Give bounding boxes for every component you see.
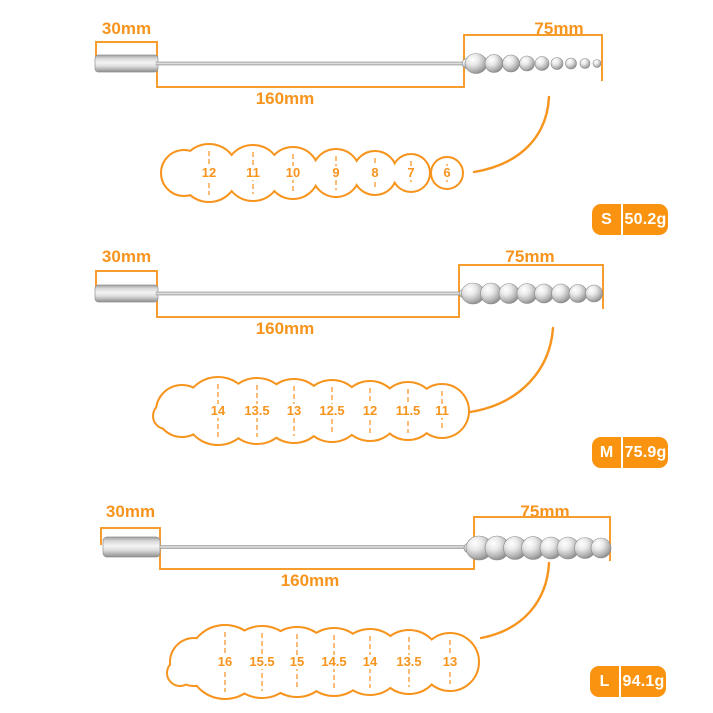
- badge-divider: [621, 437, 623, 468]
- bead-diameter-label: 13: [284, 403, 304, 418]
- shaft-dimension-label-m: 160mm: [255, 319, 315, 338]
- tip-dimension-tick-right-m: [602, 264, 604, 309]
- bead-diameter-label: 15.5: [247, 654, 277, 669]
- shaft-dimension-line-s: [156, 86, 464, 88]
- product-photo-m: [94, 282, 603, 305]
- beads-s: [461, 53, 602, 74]
- bead-outline-diagram-m: [152, 376, 470, 446]
- handle-dimension-tick-left-s: [95, 41, 97, 59]
- handle-s: [94, 54, 159, 73]
- bead-diameter-label: 13: [440, 654, 460, 669]
- bead-diameter-label: 12: [199, 165, 219, 180]
- product-photo-l: [102, 535, 612, 561]
- shaft-dimension-label-s: 160mm: [255, 89, 315, 108]
- size-letter: L: [599, 672, 610, 690]
- product-photo-s: [94, 53, 602, 74]
- bead-diameter-label: 15: [287, 654, 307, 669]
- bead-diameter-label: 12.5: [317, 403, 347, 418]
- badge-divider: [621, 204, 623, 235]
- tip-dimension-label-m: 75mm: [505, 247, 555, 266]
- weight-badge-s: S 50.2g: [592, 204, 668, 235]
- bead-diameter-label: 7: [405, 165, 417, 180]
- badge-divider: [619, 666, 621, 697]
- bead-diameter-label: 8: [369, 165, 381, 180]
- bead-diameter-label: 16: [215, 654, 235, 669]
- bead-diameter-label: 10: [283, 165, 303, 180]
- tip-dimension-tick-right-l: [609, 516, 611, 561]
- shaft-dimension-line-m: [156, 316, 458, 318]
- tip-dimension-line-s: [463, 34, 603, 36]
- shaft-m: [155, 291, 469, 296]
- weight-value: 94.1g: [622, 672, 665, 690]
- tip-dimension-label-l: 75mm: [520, 502, 570, 521]
- handle-dimension-tick-left-m: [95, 270, 97, 288]
- bead-diameter-label: 14.5: [319, 654, 349, 669]
- tip-dimension-tick-left-m: [458, 264, 460, 318]
- bead-diameter-label: 14: [208, 403, 228, 418]
- curve-connector-l: [479, 561, 551, 640]
- tip-dimension-tick-right-s: [601, 34, 603, 81]
- shaft-dimension-label-l: 160mm: [280, 571, 340, 590]
- shaft-l: [159, 545, 476, 549]
- tip-dimension-line-l: [473, 516, 611, 518]
- bead-diameter-label: 11: [244, 165, 262, 180]
- bead-diameter-label: 9: [330, 165, 342, 180]
- size-letter: S: [601, 210, 612, 228]
- tip-dimension-line-m: [458, 264, 604, 266]
- tip-dimension-label-s: 75mm: [534, 19, 584, 38]
- handle-dimension-label-s: 30mm: [101, 19, 152, 38]
- weight-badge-l: L 94.1g: [590, 666, 666, 697]
- handle-dimension-line-m: [95, 270, 158, 272]
- curve-connector-m: [468, 326, 555, 414]
- bead-diameter-label: 11: [433, 403, 451, 418]
- size-letter: M: [599, 443, 614, 461]
- shaft-dimension-line-l: [159, 568, 475, 570]
- beads-l: [463, 535, 612, 561]
- handle-dimension-tick-left-l: [100, 527, 102, 545]
- bead-diameter-label: 11.5: [393, 403, 423, 418]
- handle-m: [94, 284, 159, 303]
- bead-diameter-label: 13.5: [242, 403, 272, 418]
- bead-diameter-label: 14: [360, 654, 380, 669]
- weight-value: 50.2g: [624, 210, 667, 228]
- handle-l: [102, 536, 161, 558]
- handle-dimension-label-l: 30mm: [105, 502, 156, 521]
- bead-diameter-label: 13.5: [394, 654, 424, 669]
- beads-m: [459, 282, 603, 305]
- handle-dimension-label-m: 30mm: [101, 247, 152, 266]
- shaft-s: [155, 61, 467, 66]
- curve-connector-s: [472, 95, 551, 174]
- weight-value: 75.9g: [624, 443, 667, 461]
- bead-diameter-label: 6: [441, 165, 453, 180]
- handle-dimension-line-l: [100, 527, 161, 529]
- weight-badge-m: M 75.9g: [592, 437, 668, 468]
- handle-dimension-line-s: [95, 41, 158, 43]
- bead-diameter-label: 12: [360, 403, 380, 418]
